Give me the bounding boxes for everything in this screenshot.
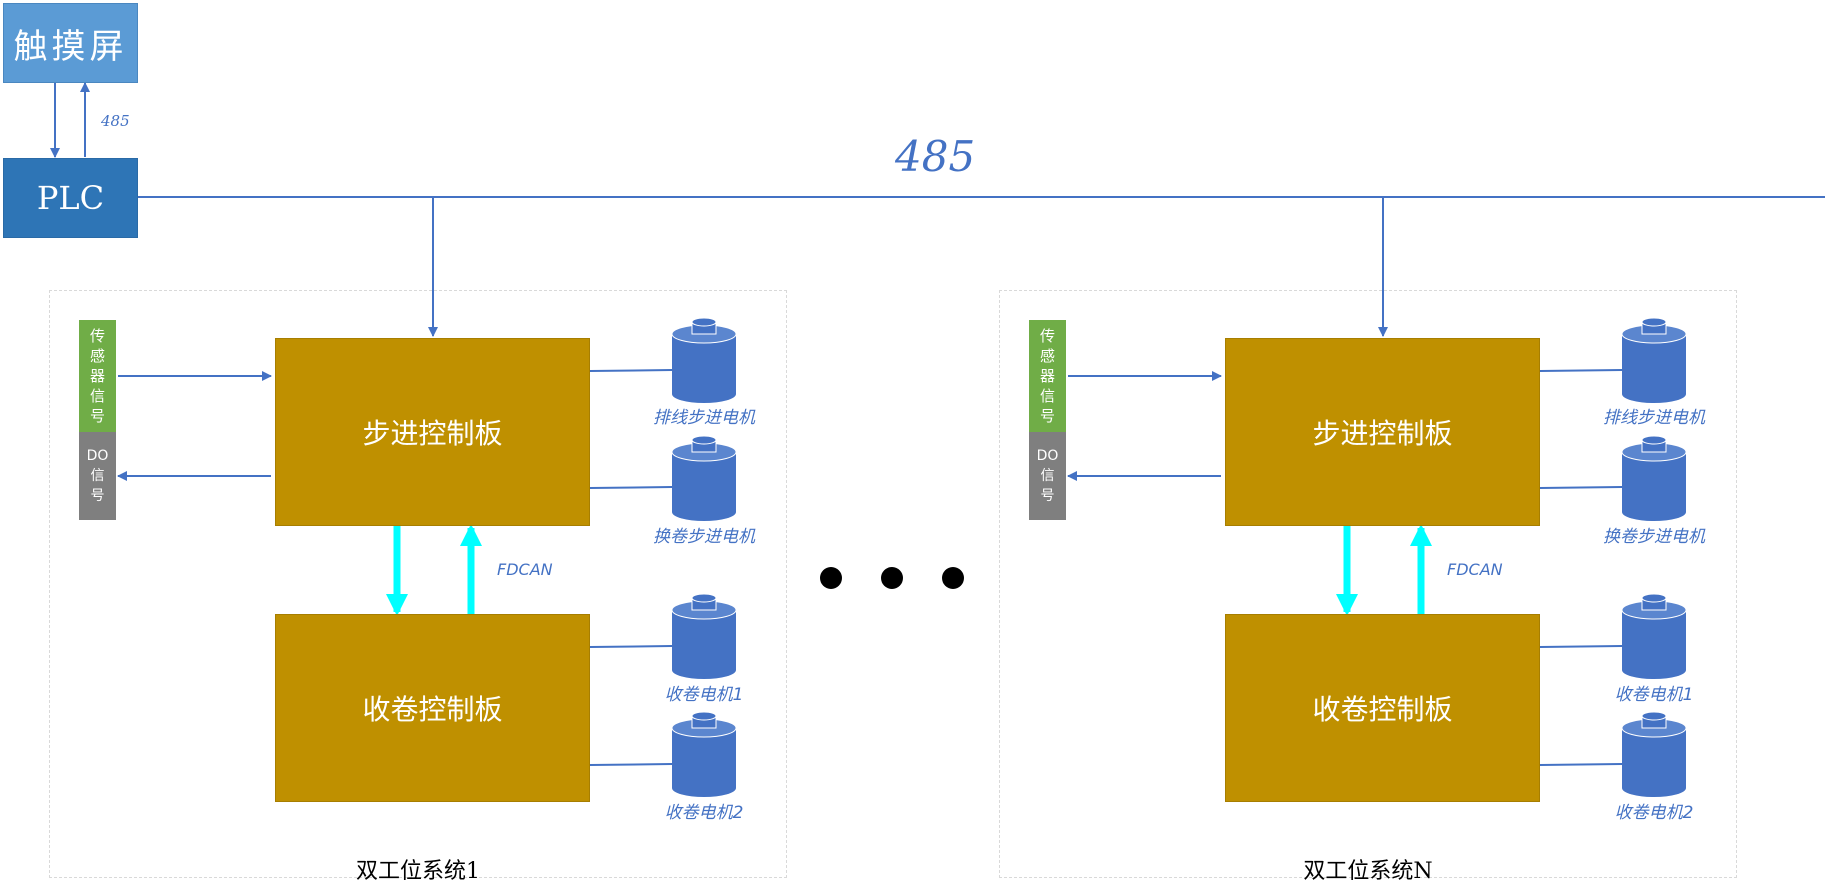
sensor-signal-box-1: 传 感 器 信 号 xyxy=(79,320,116,432)
sensor-signal-char: 感 xyxy=(89,347,105,365)
motor-label: 换卷步进电机 xyxy=(653,527,755,547)
sensor-signal-char: 器 xyxy=(1039,367,1055,385)
motor-wire xyxy=(589,369,673,372)
bus-485-label: 485 xyxy=(895,132,976,181)
do-signal-char: 号 xyxy=(90,488,105,504)
ellipsis-dot xyxy=(881,567,903,589)
stepper-control-board-1: 步进控制板 xyxy=(275,338,590,526)
motor-wire xyxy=(1539,645,1623,648)
do-signal-char: 信 xyxy=(90,468,105,484)
plc-label: PLC xyxy=(36,179,105,217)
fdcan-label-n: FDCAN xyxy=(1447,560,1503,579)
group-title-1: 双工位系统1 xyxy=(356,859,480,884)
touch-screen-box: 触摸屏 xyxy=(3,3,138,83)
motor-label: 收卷电机1 xyxy=(1614,685,1694,705)
winder-board-label: 收卷控制板 xyxy=(362,693,503,726)
sensor-signal-char: 感 xyxy=(1039,347,1055,365)
hmi-link-label: 485 xyxy=(101,112,130,130)
motor-label: 收卷电机1 xyxy=(664,685,744,705)
do-signal-box-n: DO 信 号 xyxy=(1029,432,1066,520)
do-signal-box-1: DO 信 号 xyxy=(79,432,116,520)
ellipsis-dot xyxy=(820,567,842,589)
dual-station-group-1 xyxy=(49,290,787,878)
motor-label: 排线步进电机 xyxy=(1603,408,1705,428)
dual-station-group-n xyxy=(999,290,1737,878)
group-title-n: 双工位系统N xyxy=(1303,859,1433,884)
motor-wire xyxy=(589,486,673,489)
sensor-signal-char: 传 xyxy=(89,327,105,345)
stepper-board-label: 步进控制板 xyxy=(362,417,503,450)
ellipsis-dot xyxy=(942,567,964,589)
sensor-signal-char: 号 xyxy=(1039,407,1055,425)
plc-box: PLC xyxy=(3,158,138,238)
winder-control-board-1: 收卷控制板 xyxy=(275,614,590,802)
sensor-signal-char: 号 xyxy=(89,407,105,425)
motor-wire xyxy=(1539,486,1623,489)
motor-label: 收卷电机2 xyxy=(1614,803,1694,823)
sensor-signal-char: 信 xyxy=(89,387,105,405)
touch-screen-label: 触摸屏 xyxy=(13,26,128,67)
sensor-signal-box-n: 传 感 器 信 号 xyxy=(1029,320,1066,432)
motor-wire xyxy=(589,645,673,648)
sensor-signal-char: 信 xyxy=(1039,387,1055,405)
fdcan-label-1: FDCAN xyxy=(497,560,553,579)
sensor-signal-char: 传 xyxy=(1039,327,1055,345)
do-signal-char: 信 xyxy=(1040,468,1055,484)
motor-wire xyxy=(1539,369,1623,372)
winder-control-board-n: 收卷控制板 xyxy=(1225,614,1540,802)
sensor-signal-char: 器 xyxy=(89,367,105,385)
motor-label: 排线步进电机 xyxy=(653,408,755,428)
stepper-control-board-n: 步进控制板 xyxy=(1225,338,1540,526)
motor-label: 换卷步进电机 xyxy=(1603,527,1705,547)
motor-label: 收卷电机2 xyxy=(664,803,744,823)
winder-board-label: 收卷控制板 xyxy=(1312,693,1453,726)
stepper-board-label: 步进控制板 xyxy=(1312,417,1453,450)
motor-wire xyxy=(589,763,673,766)
do-signal-char: DO xyxy=(86,448,109,464)
do-signal-char: 号 xyxy=(1040,488,1055,504)
do-signal-char: DO xyxy=(1036,448,1059,464)
motor-wire xyxy=(1539,763,1623,766)
